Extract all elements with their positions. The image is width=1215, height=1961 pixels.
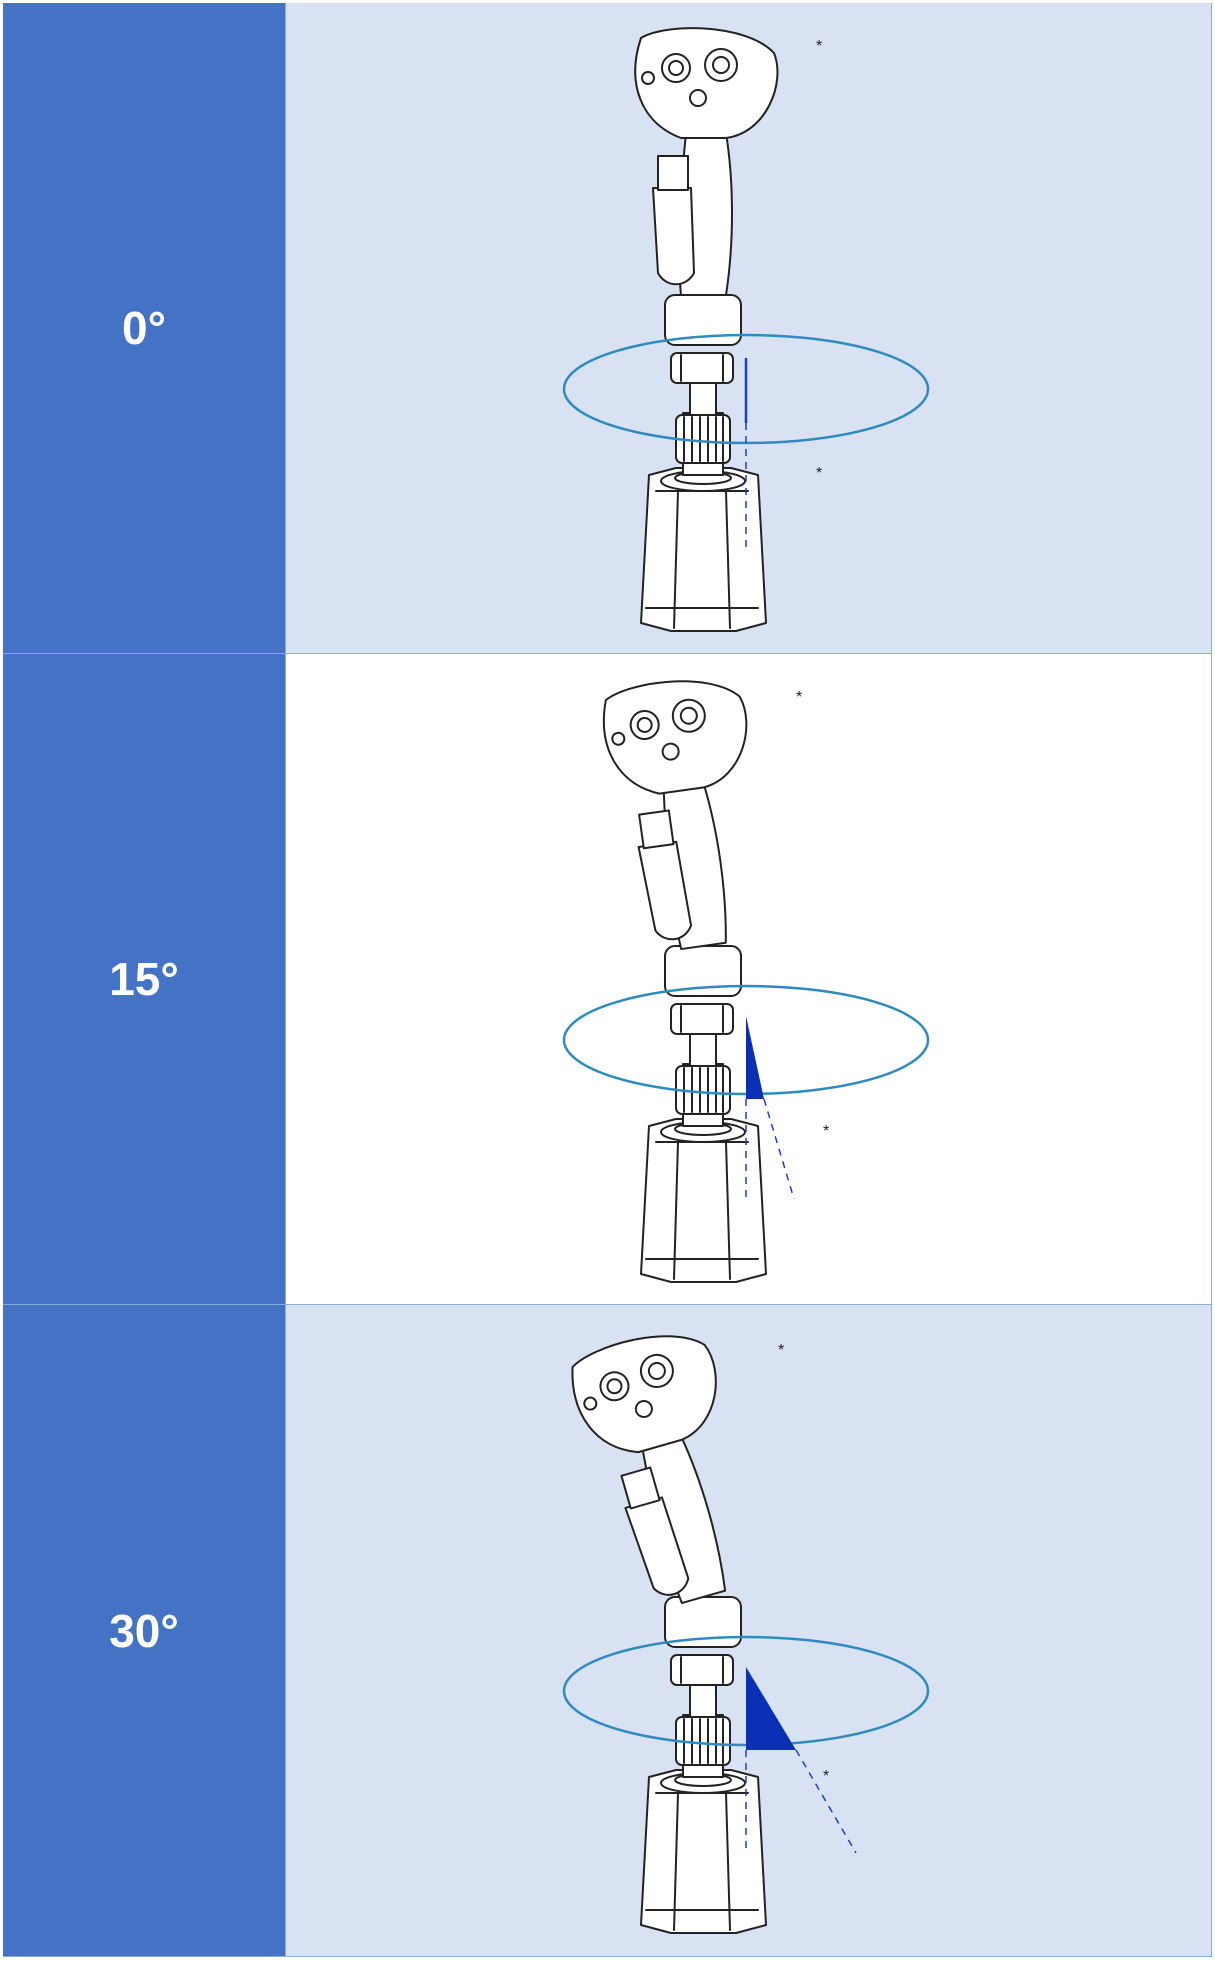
joystick-shaft: [665, 946, 741, 1126]
joystick-grip: *: [635, 28, 822, 295]
tilt-angle-wedge: [746, 1667, 796, 1750]
joystick-base: [641, 468, 766, 631]
joystick-illustration-cell: * *: [286, 3, 1212, 654]
joystick-shaft: [665, 1597, 741, 1777]
angle-label-cell: 30°: [3, 1305, 286, 1957]
joystick-base: [641, 1770, 766, 1933]
angle-label: 30°: [109, 1604, 179, 1658]
angle-label-cell: 15°: [3, 654, 286, 1305]
joystick-15deg-illustration: * *: [286, 654, 1212, 1305]
marker-asterisk: *: [823, 1123, 829, 1140]
table-row: 30°: [3, 1305, 1212, 1957]
joystick-base: [641, 1119, 766, 1282]
angle-label: 0°: [122, 301, 166, 355]
marker-asterisk: *: [778, 1342, 784, 1359]
marker-asterisk: *: [816, 465, 822, 482]
joystick-shaft: [665, 295, 741, 475]
angle-label: 15°: [109, 952, 179, 1006]
marker-asterisk: *: [796, 689, 802, 706]
rotation-angle-table: 0°: [3, 3, 1212, 1957]
angle-label-cell: 0°: [3, 3, 286, 654]
tilt-angle-wedge: [746, 1016, 764, 1099]
joystick-illustration-cell: * *: [286, 654, 1212, 1305]
marker-asterisk: *: [823, 1768, 829, 1785]
joystick-30deg-illustration: * *: [286, 1305, 1212, 1956]
joystick-0deg-illustration: * *: [286, 3, 1212, 654]
tilted-reference-dashed-line: [764, 1099, 794, 1199]
joystick-illustration-cell: * *: [286, 1305, 1212, 1957]
joystick-grip: [599, 671, 777, 955]
tilted-reference-dashed-line: [796, 1750, 856, 1853]
marker-asterisk: *: [816, 38, 822, 55]
table-row: 0°: [3, 3, 1212, 654]
table-row: 15°: [3, 654, 1212, 1305]
joystick-grip: [564, 1320, 774, 1616]
